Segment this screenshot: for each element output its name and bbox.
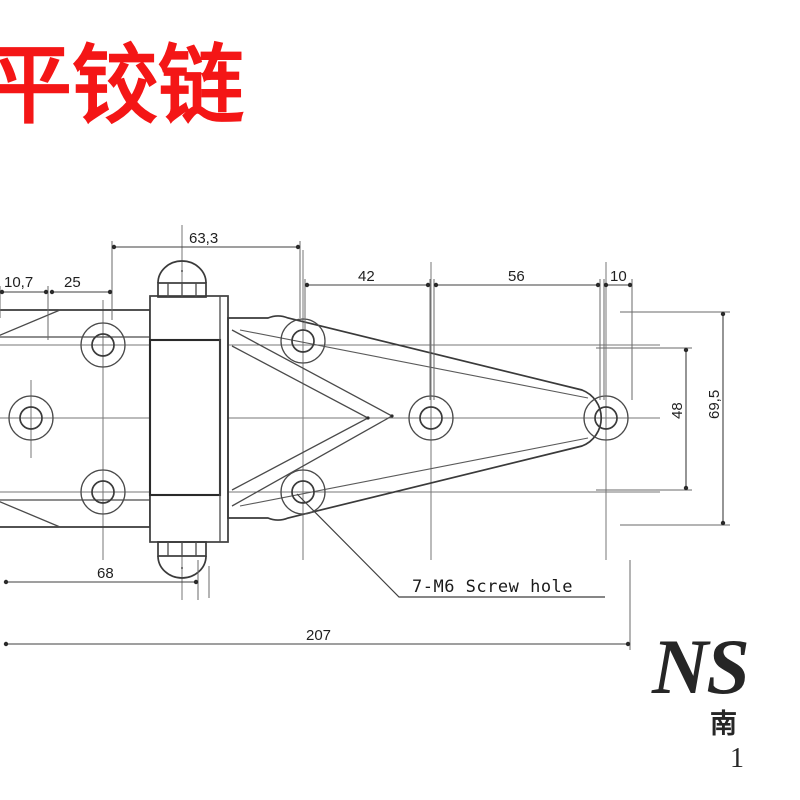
dimension-48: 48 xyxy=(669,347,689,491)
dimension-label: 207 xyxy=(306,627,331,644)
dimension-label: 42 xyxy=(358,268,375,285)
page-title: 平铰链 xyxy=(0,38,244,134)
left-plate-hole-bottom xyxy=(80,469,126,515)
dimension-69-5: 69,5 xyxy=(706,311,726,526)
screw-hole-note-text: 7-M6 Screw hole xyxy=(412,577,573,597)
dimension-10-7: 10,7 xyxy=(0,274,49,295)
screw-holes xyxy=(8,318,629,515)
dimension-label: 69,5 xyxy=(706,390,723,419)
dimension-label: 56 xyxy=(508,268,525,285)
dimension-56: 56 xyxy=(433,268,601,288)
hinge-pin-cap-bottom xyxy=(157,541,207,579)
dimension-label: 10,7 xyxy=(4,274,33,291)
dimension-label: 48 xyxy=(669,402,686,419)
dimension-group-right: 48 69,5 xyxy=(596,311,730,526)
hinge-pin-cap-top xyxy=(157,260,207,298)
brand-logo: NS 南 1 xyxy=(652,628,800,774)
dimension-group-top: 10,7 25 63,3 xyxy=(0,230,633,400)
strap-chevron-cutout xyxy=(231,329,394,507)
dimension-207: 207 xyxy=(3,627,631,647)
brand-number: 1 xyxy=(730,743,744,774)
left-plate-hole-top xyxy=(80,322,126,368)
strap-hole-center xyxy=(408,395,454,441)
brand-mark: NS xyxy=(652,623,750,710)
screw-hole-callout: 7-M6 Screw hole xyxy=(296,493,605,598)
dimension-63-3: 63,3 xyxy=(111,230,301,250)
dimension-label: 63,3 xyxy=(189,230,218,247)
dimension-10: 10 xyxy=(603,268,633,288)
dimension-label: 68 xyxy=(97,565,114,582)
strap-hole-bottom xyxy=(280,469,326,515)
brand-chinese-name: 南 xyxy=(710,709,737,740)
dimension-group-bottom: 68 207 xyxy=(3,560,631,650)
left-plate-hole-middle xyxy=(8,395,54,441)
dimension-label: 25 xyxy=(64,274,81,291)
dimension-42: 42 xyxy=(304,268,431,288)
dimension-25: 25 xyxy=(49,274,113,295)
strap-hole-top xyxy=(280,318,326,364)
dimension-label: 10 xyxy=(610,268,627,285)
hinge-knuckle xyxy=(148,295,229,543)
centerlines xyxy=(0,225,660,600)
dimension-68: 68 xyxy=(3,565,199,585)
strap-hole-end xyxy=(583,395,629,441)
